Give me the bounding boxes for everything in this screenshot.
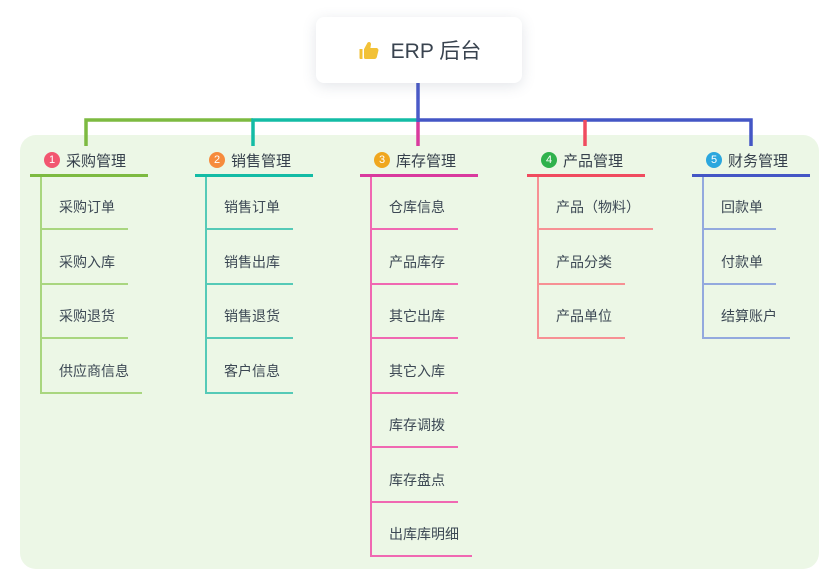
- root-node-erp-backend[interactable]: ERP 后台: [316, 17, 522, 83]
- node-item[interactable]: 产品单位: [539, 306, 625, 339]
- branch-header-inventory[interactable]: 3 库存管理: [360, 146, 478, 177]
- connector-branch-purchase: [84, 118, 253, 146]
- node-item[interactable]: 库存盘点: [372, 470, 458, 503]
- node-item[interactable]: 其它出库: [372, 306, 458, 339]
- node-item[interactable]: 销售出库: [207, 252, 293, 285]
- node-item[interactable]: 供应商信息: [42, 361, 142, 394]
- node-item[interactable]: 采购订单: [42, 197, 128, 230]
- root-title: ERP 后台: [390, 40, 482, 63]
- branch-header-product[interactable]: 4 产品管理: [527, 146, 645, 177]
- connector-branch-finance: [418, 118, 753, 146]
- node-item[interactable]: 库存调拨: [372, 415, 458, 448]
- node-item[interactable]: 其它入库: [372, 361, 458, 394]
- branch-header-finance[interactable]: 5 财务管理: [692, 146, 810, 177]
- node-item[interactable]: 采购退货: [42, 306, 128, 339]
- branch-children-sales: 销售订单 销售出库 销售退货 客户信息: [205, 177, 293, 394]
- canvas-panel: [20, 135, 819, 569]
- branch-label: 库存管理: [396, 152, 457, 170]
- branch-inventory: 3 库存管理 仓库信息 产品库存 其它出库 其它入库 库存调拨 库存盘点 出库库…: [360, 146, 478, 557]
- node-item[interactable]: 销售订单: [207, 197, 293, 230]
- node-item[interactable]: 结算账户: [704, 306, 790, 339]
- branch-children-product: 产品（物料） 产品分类 产品单位: [537, 177, 653, 339]
- branch-label: 产品管理: [563, 152, 624, 170]
- branch-purchase: 1 采购管理 采购订单 采购入库 采购退货 供应商信息: [30, 146, 148, 394]
- node-item[interactable]: 产品分类: [539, 252, 625, 285]
- thumbs-up-icon: [359, 42, 379, 59]
- branch-finance: 5 财务管理 回款单 付款单 结算账户: [692, 146, 810, 339]
- branch-label: 采购管理: [66, 152, 127, 170]
- node-item[interactable]: 客户信息: [207, 361, 293, 394]
- branch-header-purchase[interactable]: 1 采购管理: [30, 146, 148, 177]
- node-item[interactable]: 产品库存: [372, 252, 458, 285]
- node-item[interactable]: 付款单: [704, 252, 776, 285]
- badge-1-icon: 1: [44, 152, 60, 168]
- branch-children-finance: 回款单 付款单 结算账户: [702, 177, 790, 339]
- branch-product: 4 产品管理 产品（物料） 产品分类 产品单位: [527, 146, 653, 339]
- branch-header-sales[interactable]: 2 销售管理: [195, 146, 313, 177]
- branch-children-purchase: 采购订单 采购入库 采购退货 供应商信息: [40, 177, 142, 394]
- node-item[interactable]: 产品（物料）: [539, 197, 653, 230]
- node-item[interactable]: 仓库信息: [372, 197, 458, 230]
- node-item[interactable]: 出库库明细: [372, 524, 472, 557]
- badge-3-icon: 3: [374, 152, 390, 168]
- branch-label: 销售管理: [231, 152, 292, 170]
- connector-branch-sales: [251, 118, 420, 146]
- branch-label: 财务管理: [728, 152, 789, 170]
- node-item[interactable]: 采购入库: [42, 252, 128, 285]
- branch-children-inventory: 仓库信息 产品库存 其它出库 其它入库 库存调拨 库存盘点 出库库明细: [370, 177, 472, 557]
- badge-4-icon: 4: [541, 152, 557, 168]
- badge-2-icon: 2: [209, 152, 225, 168]
- badge-5-icon: 5: [706, 152, 722, 168]
- node-item[interactable]: 回款单: [704, 197, 776, 230]
- branch-sales: 2 销售管理 销售订单 销售出库 销售退货 客户信息: [195, 146, 313, 394]
- node-item[interactable]: 销售退货: [207, 306, 293, 339]
